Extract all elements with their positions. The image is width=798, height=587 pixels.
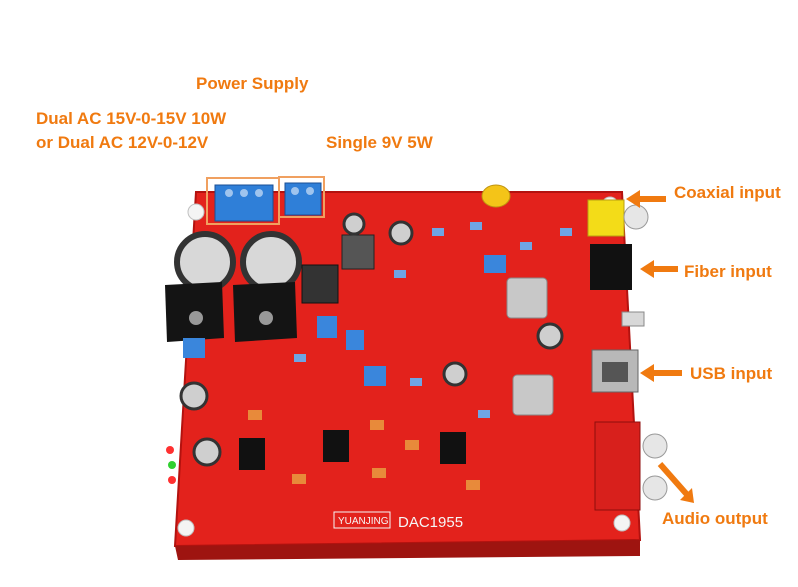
mounting-hole bbox=[613, 514, 631, 532]
coaxial-rca-jack bbox=[587, 199, 625, 237]
trimmer bbox=[346, 330, 364, 350]
dual-ac-label-line1: Dual AC 15V-0-15V 10W bbox=[36, 109, 227, 128]
op-amp-ic bbox=[323, 430, 349, 462]
trimmer bbox=[183, 338, 205, 358]
fiber-input-label: Fiber input bbox=[684, 262, 772, 281]
led-green bbox=[168, 461, 176, 469]
arrow-coaxial bbox=[626, 190, 666, 208]
voltage-regulator bbox=[301, 264, 339, 304]
optical-fiber-jack bbox=[590, 244, 632, 290]
small-capacitor bbox=[442, 361, 468, 387]
audio-output-label: Audio output bbox=[662, 509, 768, 528]
trimmer bbox=[317, 316, 337, 338]
op-amp-ic bbox=[440, 432, 466, 464]
single-supply-label: Single 9V 5W bbox=[326, 133, 433, 152]
op-amp-ic bbox=[239, 438, 265, 470]
crystal-oscillator bbox=[506, 277, 548, 319]
filter-capacitor bbox=[174, 231, 236, 293]
voltage-regulator bbox=[341, 234, 375, 270]
arrow-fiber bbox=[640, 260, 678, 278]
arrow-audio bbox=[657, 462, 694, 503]
led-red bbox=[166, 446, 174, 454]
dual-ac-label-line2: or Dual AC 12V-0-12V bbox=[36, 133, 209, 152]
silkscreen-brand: YUANJING bbox=[338, 516, 389, 527]
yellow-capacitor bbox=[481, 184, 511, 208]
mounting-hole bbox=[187, 203, 205, 221]
coaxial-input-label: Coaxial input bbox=[674, 183, 781, 202]
trimmer bbox=[484, 255, 506, 273]
mounting-hole bbox=[177, 519, 195, 537]
silkscreen-brand-box bbox=[333, 511, 391, 529]
small-capacitor bbox=[536, 322, 564, 350]
pcb-edge bbox=[175, 540, 640, 560]
silkscreen-model: DAC1955 bbox=[398, 514, 463, 531]
trimmer bbox=[364, 366, 386, 386]
small-capacitor bbox=[192, 437, 222, 467]
single-9v-highlight-box bbox=[278, 176, 325, 218]
usb-input-label: USB input bbox=[690, 364, 773, 383]
power-supply-label: Power Supply bbox=[196, 74, 309, 93]
small-capacitor bbox=[342, 212, 366, 236]
filter-capacitor bbox=[240, 231, 302, 293]
small-capacitor bbox=[388, 220, 414, 246]
led-red bbox=[168, 476, 176, 484]
audio-output-rca-jacks bbox=[594, 421, 641, 511]
arrow-usb bbox=[640, 364, 682, 382]
crystal-oscillator bbox=[512, 374, 554, 416]
single-9v-terminal-block bbox=[284, 182, 322, 216]
pcb-board bbox=[173, 191, 642, 548]
small-capacitor bbox=[179, 381, 209, 411]
